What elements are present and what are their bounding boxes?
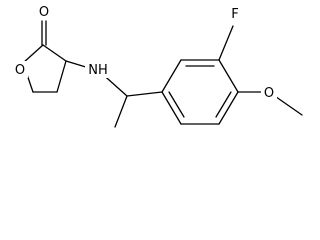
bond-c2-c3	[42, 44, 67, 62]
label-bg	[228, 5, 242, 22]
methoxy-oxygen-label: O	[264, 86, 274, 101]
fluorine-label: F	[231, 7, 238, 22]
amine-nh-label: NH	[88, 63, 108, 78]
label-bg	[36, 3, 52, 20]
bond-aromatic-inner-3	[168, 91, 185, 118]
bond-ar4-ar5	[218, 91, 239, 125]
bond-c3-c4	[56, 60, 67, 93]
molecule-structure: O O NH F O	[12, 3, 303, 128]
atom-labels: O O NH F O	[12, 3, 277, 101]
bond-ar6-ar1	[161, 91, 182, 125]
bond-ar-f	[218, 25, 234, 61]
ring-oxygen-label: O	[15, 63, 25, 78]
bond-ar1-ar2	[161, 59, 182, 93]
bond-ch-aryl	[126, 91, 163, 97]
bond-o1-c2	[22, 44, 44, 64]
bonds	[22, 20, 303, 128]
label-bg	[261, 84, 277, 101]
carbonyl-oxygen-label: O	[39, 5, 49, 20]
label-bg	[12, 61, 28, 78]
bond-aromatic-inner-2	[215, 91, 232, 118]
bond-ar3-ar4	[218, 59, 239, 93]
bond-ch-methyl	[114, 95, 128, 128]
label-bg	[85, 61, 111, 78]
